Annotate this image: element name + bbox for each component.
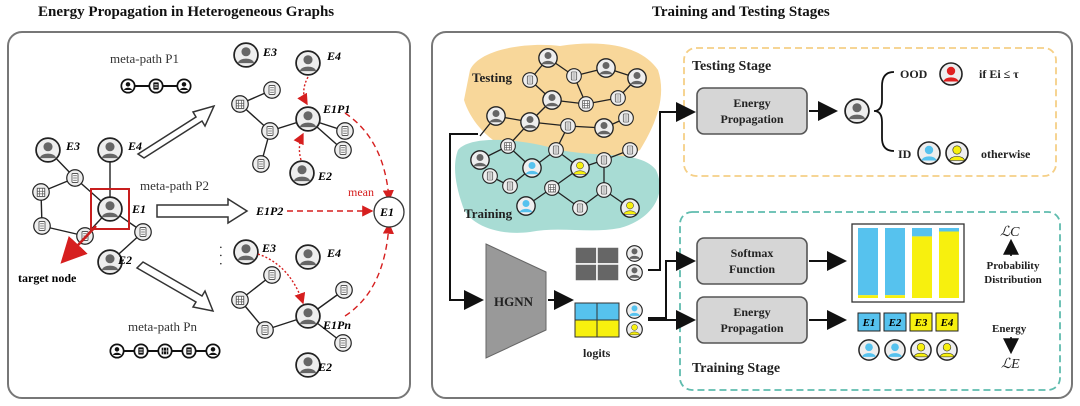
decision-brace [873,71,895,152]
probability-label: Probability [987,260,1040,272]
softmax-line1: Softmax [731,246,774,260]
target-node-label: target node [18,271,77,285]
energy-score-boxes: E1 E2 E3 E4 [857,312,959,332]
testing-region-label: Testing [472,70,512,85]
top-e4-label: E4 [326,49,341,63]
red-dotted-arrow-bottom [257,253,306,305]
prob-bar-yellow-4 [939,231,959,298]
prob-bar-cyan-4 [939,228,959,232]
prob-bar-cyan-1 [858,228,878,296]
aggregated-e1-node [373,196,405,228]
probability-bars [858,228,959,298]
prob-bar-cyan-3 [912,228,932,237]
left-title: Energy Propagation in Heterogeneous Grap… [38,4,335,20]
testing-stage-title: Testing Stage [692,59,771,74]
e1-pn-label: E1Pn [322,318,351,332]
e1-p2-label: E1P2 [255,204,283,218]
otherwise-label: otherwise [981,147,1031,161]
target-node-arrow [60,225,97,264]
prob-bar-cyan-2 [885,228,905,296]
graph-to-hgnn-arrow [449,133,484,310]
softmax-line2: Function [729,262,775,276]
meta-path-p1-label: meta-path P1 [110,51,179,66]
logits-label: logits [583,346,611,360]
energy-box-label-4: E4 [940,317,954,329]
bottom-e2-label: E2 [317,360,332,374]
ood-label: OOD [900,67,928,81]
meta-path-pn-chain [109,343,221,359]
energy-box-label-1: E1 [862,317,876,329]
prob-bar-yellow-1 [858,295,878,298]
hollow-arrow-top [136,104,216,159]
loss-c-label: ℒC [1000,225,1020,240]
bottom-e3-label: E3 [261,241,276,255]
train-logits-to-softmax-arrow [648,251,696,319]
target-node-highlight [90,188,130,230]
meta-path-p2-label: meta-path P2 [140,178,209,193]
source-e1-label: E1 [131,202,146,216]
source-e3-label: E3 [65,139,80,153]
softmax-function-box [696,237,808,285]
testing-energy-propagation-box [696,87,808,135]
distribution-label: Distribution [984,274,1041,286]
source-e4-label: E4 [127,139,142,153]
training-stage-box [679,211,1061,391]
id-label: ID [898,147,912,161]
red-dashed-arrow-pn [344,222,394,317]
aggregated-e1-label: E1 [379,205,394,219]
training-energy-propagation-box [696,296,808,344]
red-dashed-arrow-p1 [344,112,394,202]
red-dotted-arrow-top-2 [293,132,304,161]
training-energy-propagation-line1: Energy [733,305,770,319]
hgnn-encoder [485,243,547,359]
energy-label: Energy [992,323,1027,335]
training-region-label: Training [464,206,513,221]
energy-box-label-2: E2 [888,317,902,329]
prob-bar-yellow-2 [885,295,905,298]
bottom-e4-label: E4 [326,246,341,260]
loss-e-label: ℒE [1001,357,1020,372]
mean-label: mean [348,185,374,199]
testing-energy-propagation-line2: Propagation [720,112,783,126]
hgnn-label: HGNN [494,294,534,309]
energy-box-label-3: E3 [914,317,928,329]
hollow-arrow-middle [156,197,249,225]
vertical-ellipsis: · · · [212,245,227,266]
train-logits-grid [574,302,620,338]
top-e2-label: E2 [317,169,332,183]
test-logits-to-energy-arrow [648,102,696,271]
hollow-arrow-bottom [135,261,215,313]
energy-box-3 [909,312,933,332]
prob-bar-yellow-3 [912,236,932,298]
training-stage-title: Training Stage [692,361,780,376]
ood-condition: if Ei ≤ τ [979,67,1019,81]
energy-box-4 [935,312,959,332]
test-logits-grid [574,246,620,282]
top-e3-label: E3 [262,45,277,59]
meta-path-pn-label: meta-path Pn [128,319,197,334]
energy-box-2 [883,312,907,332]
right-title: Training and Testing Stages [652,4,830,20]
training-energy-propagation-line2: Propagation [720,321,783,335]
source-e2-label: E2 [117,253,132,267]
testing-energy-propagation-line1: Energy [733,96,770,110]
energy-box-1 [857,312,881,332]
meta-path-p1-chain [120,78,192,94]
e1-p1-label: E1P1 [322,102,350,116]
